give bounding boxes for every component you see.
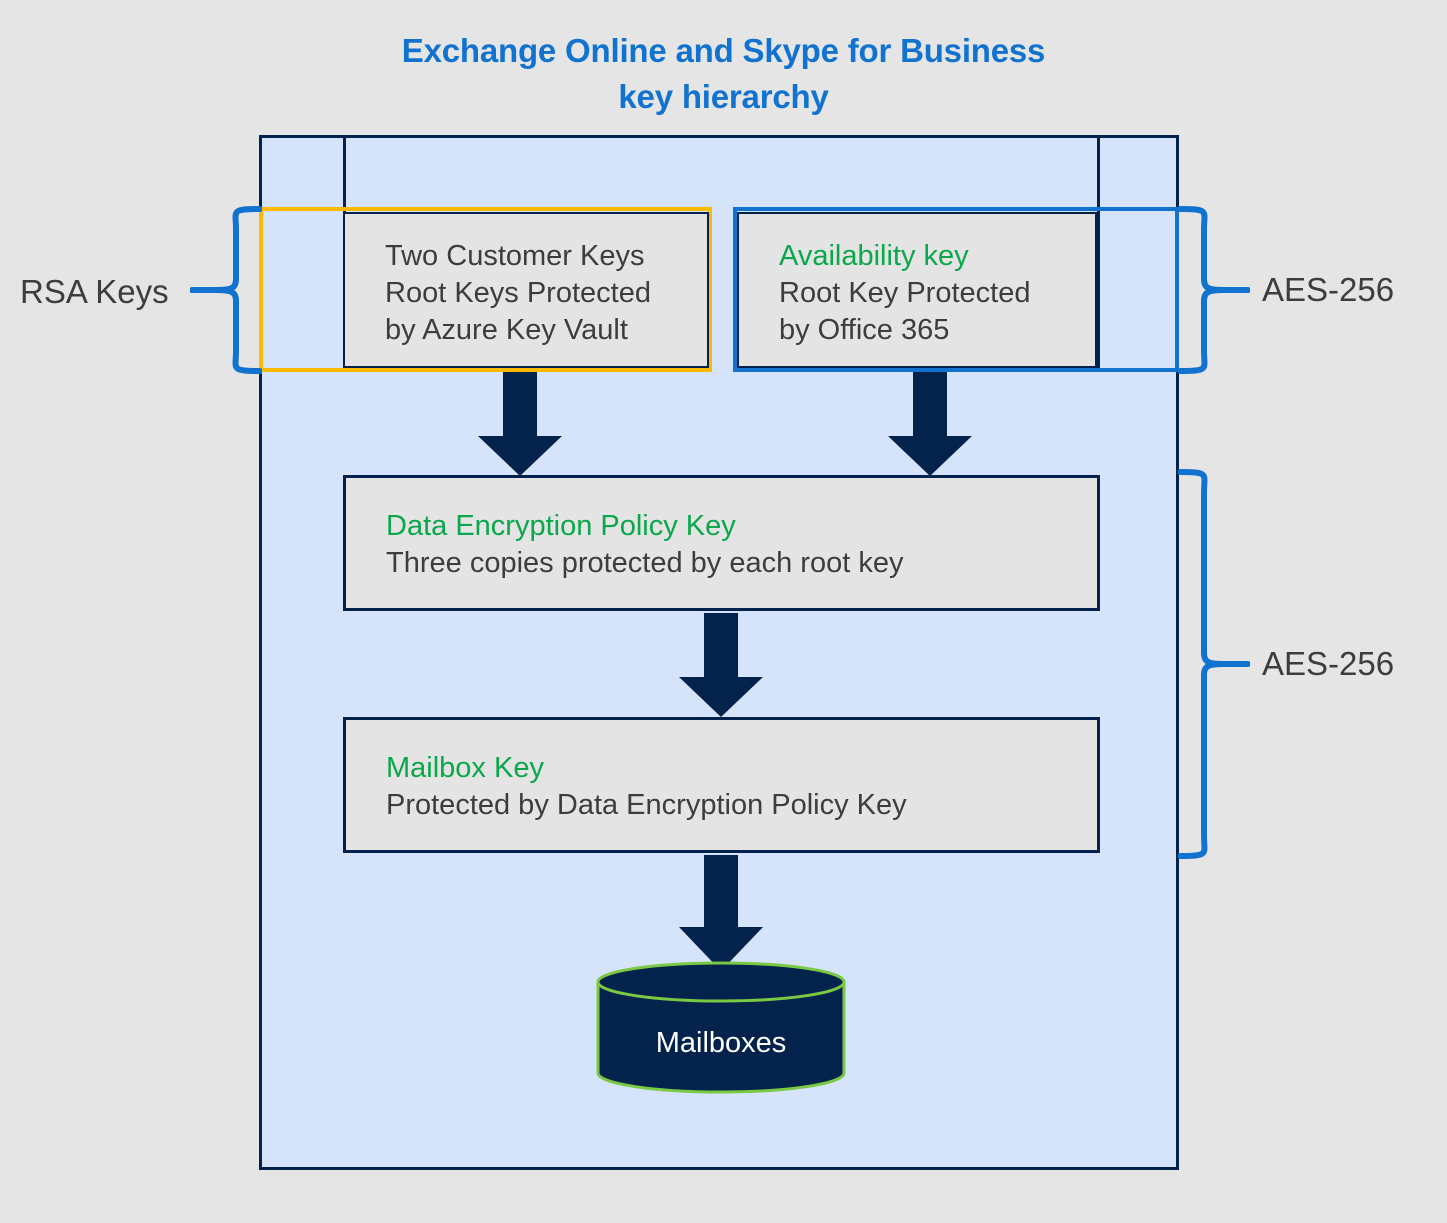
arrow-dep-key-to-mailbox-key	[679, 613, 763, 717]
brace-label-aes-256-top: AES-256	[1262, 271, 1395, 308]
divider-line-right	[1097, 138, 1100, 370]
page-title-line-1: Exchange Online and Skype for Business	[401, 32, 1046, 69]
availability-key-line-3: by Office 365	[779, 314, 950, 346]
customer-keys-outline	[259, 207, 712, 372]
brace-rsa-keys	[190, 206, 262, 374]
dep-key-heading: Data Encryption Policy Key	[386, 510, 736, 542]
brace-aes-256-top	[1178, 206, 1250, 374]
page-title-line-2: key hierarchy	[618, 78, 829, 115]
customer-keys-line-2: Root Keys Protected	[385, 277, 651, 309]
arrow-mailbox-key-to-mailboxes	[679, 855, 763, 971]
dep-key-line-2: Three copies protected by each root key	[386, 547, 904, 579]
customer-keys-heading: Customer Keys	[446, 240, 645, 272]
brace-aes-256-bottom	[1178, 469, 1250, 859]
availability-key-line-2: Root Key Protected	[779, 277, 1031, 309]
box-data-encryption-policy-key[interactable]: Data Encryption Policy Key Three copies …	[343, 475, 1100, 611]
brace-label-aes-256-bottom: AES-256	[1262, 645, 1395, 682]
availability-key-outline	[733, 207, 1179, 372]
datastore-mailboxes[interactable]	[595, 960, 847, 1095]
box-customer-keys[interactable]: Two Customer Keys Root Keys Protected by…	[343, 212, 709, 368]
customer-keys-heading-row: Two Customer Keys	[385, 238, 707, 275]
customer-keys-heading-prefix: Two	[385, 240, 447, 272]
box-availability-key[interactable]: Availability key Root Key Protected by O…	[737, 212, 1097, 368]
box-mailbox-key[interactable]: Mailbox Key Protected by Data Encryption…	[343, 717, 1100, 853]
page-title: Exchange Online and Skype for Business k…	[0, 28, 1447, 120]
mailbox-key-line-2: Protected by Data Encryption Policy Key	[386, 789, 907, 821]
customer-keys-line-3: by Azure Key Vault	[385, 314, 628, 346]
brace-label-rsa-keys: RSA Keys	[20, 273, 169, 310]
arrow-customer-keys-to-dep-key	[478, 372, 562, 476]
mailbox-key-heading: Mailbox Key	[386, 752, 544, 784]
availability-key-heading: Availability key	[779, 240, 969, 272]
arrow-availability-key-to-dep-key	[888, 372, 972, 476]
